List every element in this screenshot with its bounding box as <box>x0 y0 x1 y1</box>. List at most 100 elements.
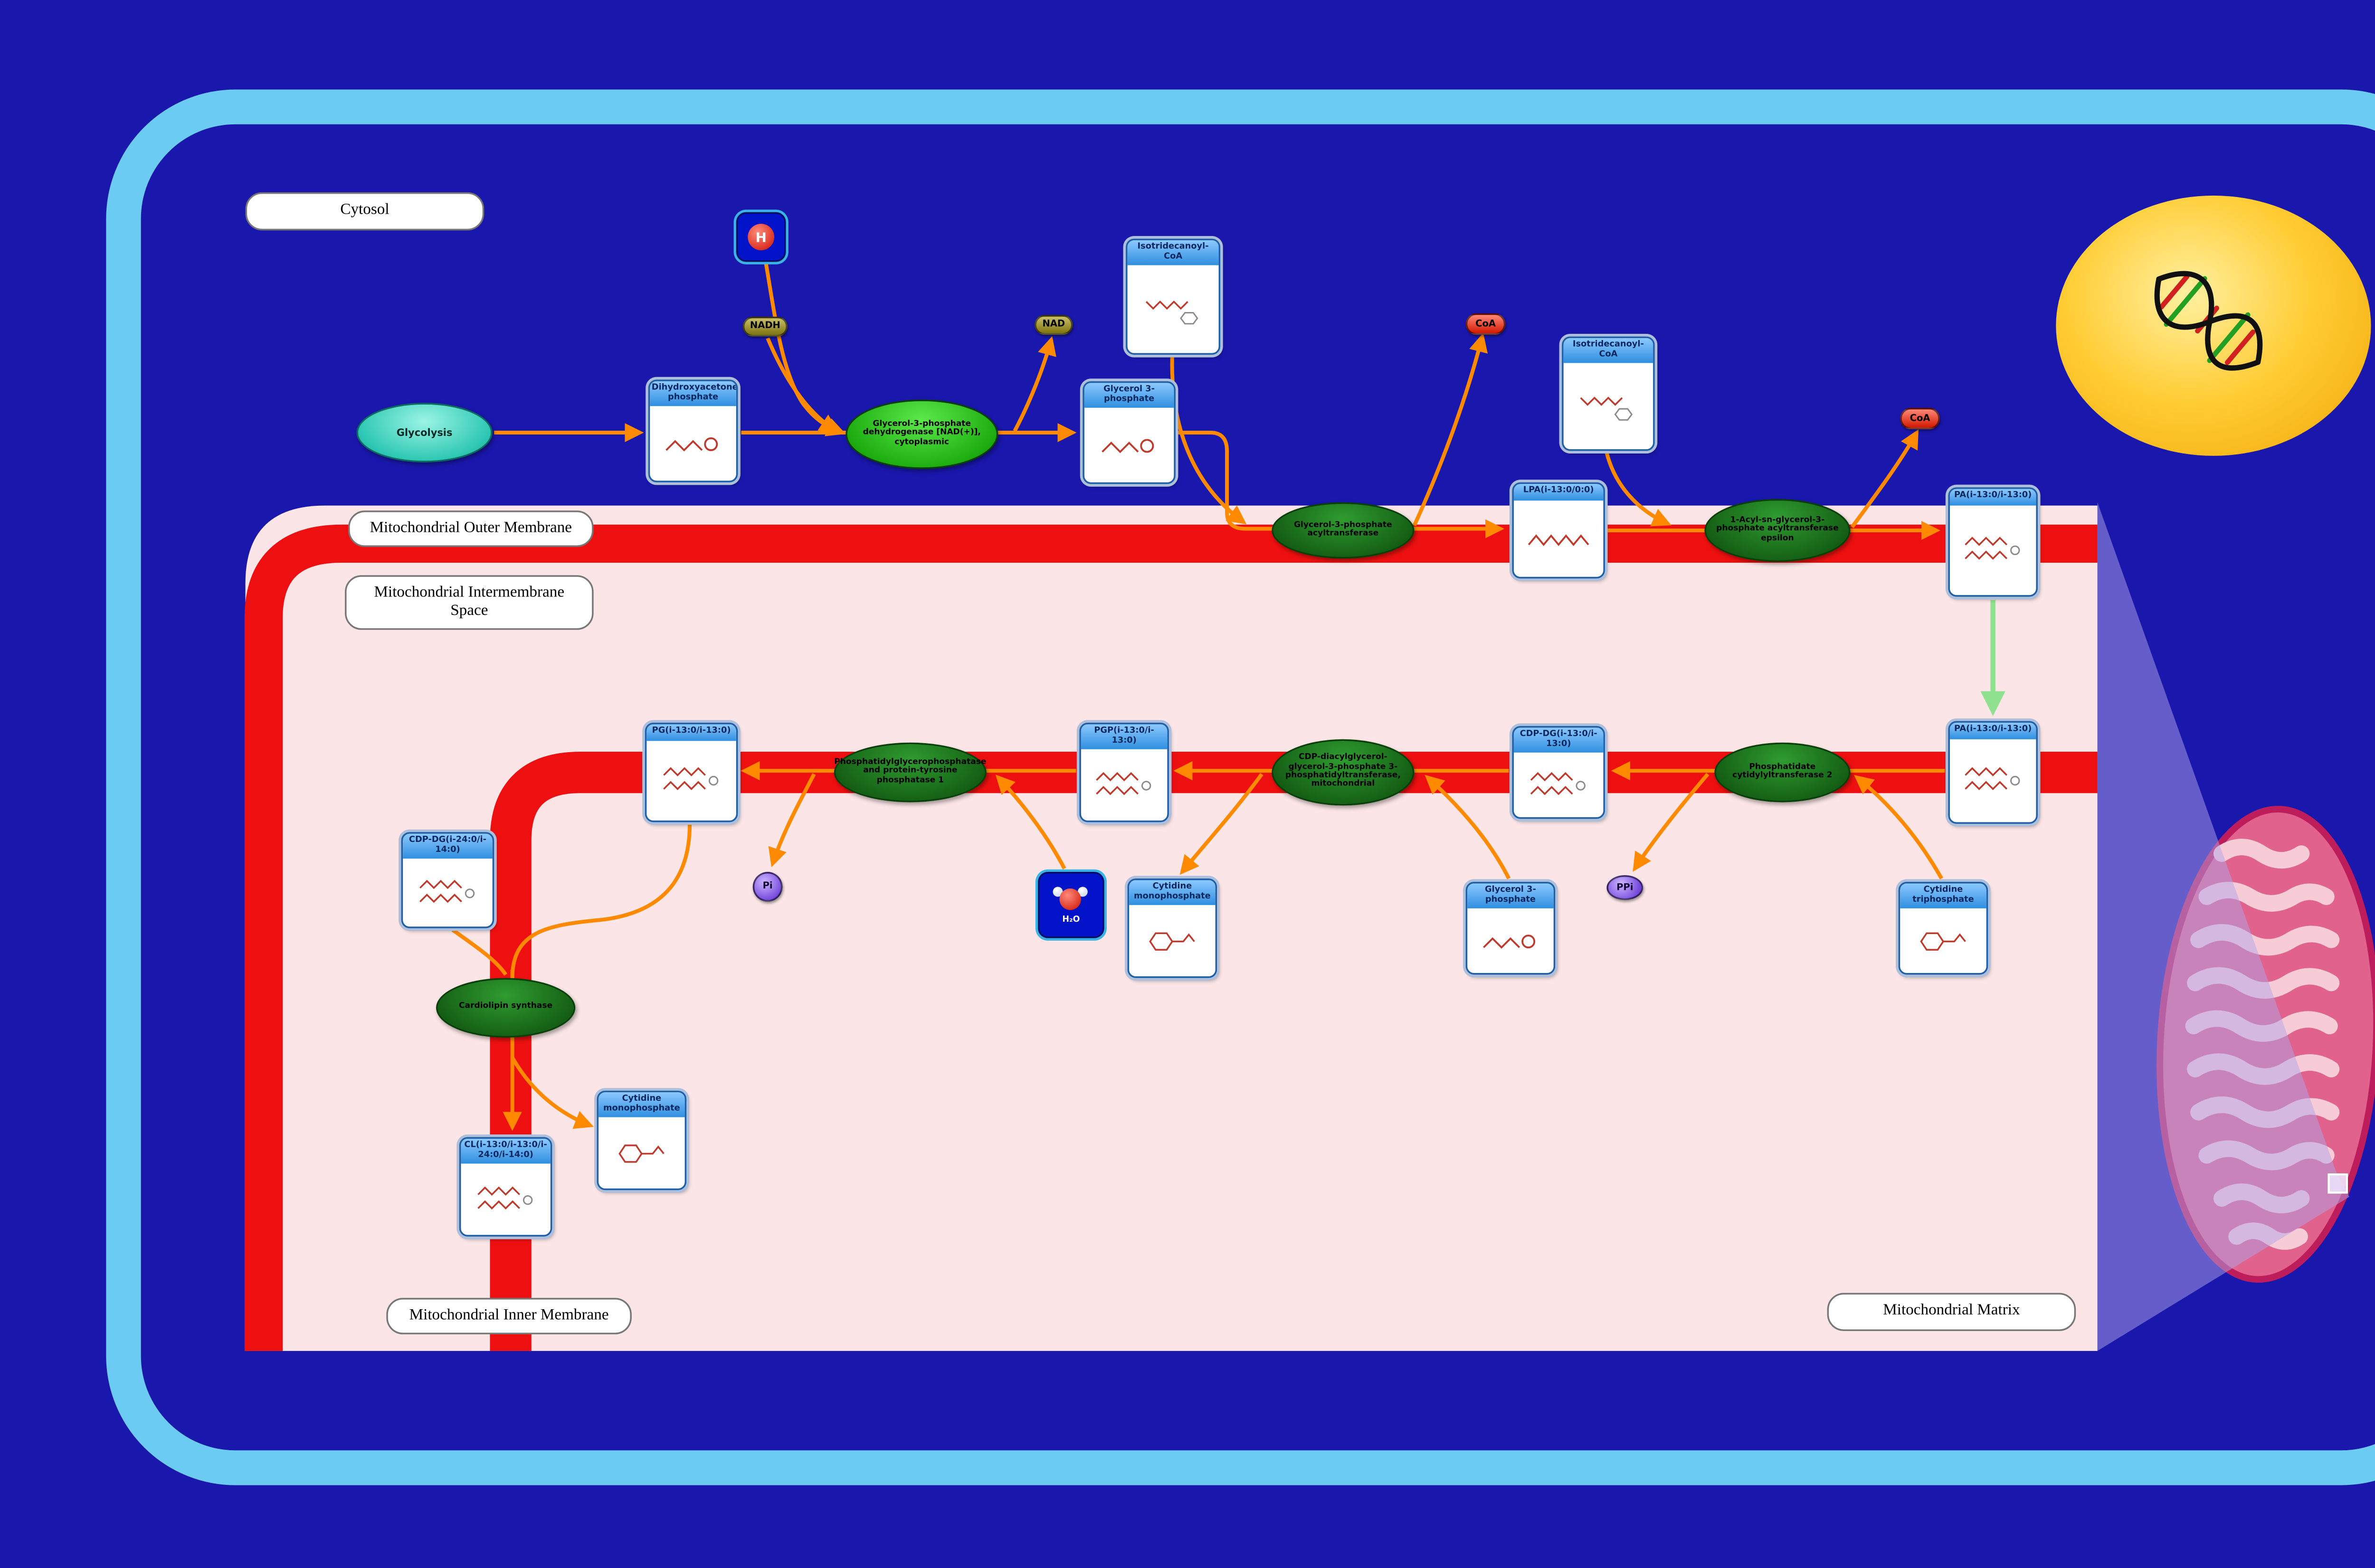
metabolite-pa-outer-label: PA(i-13:0/i-13:0) <box>1949 489 2036 505</box>
structure-sketch <box>598 1118 685 1189</box>
dna-icon <box>2154 271 2263 371</box>
metabolite-isotridecanoyl-coa-1-label: Isotridecanoyl-CoA <box>1127 240 1219 266</box>
metabolite-cmp-2[interactable]: Cytidine monophosphate <box>597 1090 687 1190</box>
enzyme-pgs1[interactable]: CDP-diacylglycerol-glycerol-3-phosphate … <box>1272 739 1415 806</box>
metabolite-cardiolipin-label: CL(i-13:0/i-13:0/i-24:0/i-14:0) <box>461 1139 551 1164</box>
structure-sketch <box>1467 909 1554 973</box>
enzyme-cardiolipin-synthase[interactable]: Cardiolipin synthase <box>436 978 576 1038</box>
proton-atom-icon: H <box>748 224 775 251</box>
metabolite-cmp-1-label: Cytidine monophosphate <box>1129 880 1216 906</box>
arrow-coa1-product <box>1412 332 1488 527</box>
label-matrix: Mitochondrial Matrix <box>1827 1293 2076 1331</box>
metabolite-isotridecanoyl-coa-2[interactable]: Isotridecanoyl-CoA <box>1562 336 1655 451</box>
metabolite-cdp-dg-2[interactable]: CDP-DG(i-24:0/i-14:0) <box>401 832 494 928</box>
molecule-pi-label: Pi <box>762 881 773 892</box>
molecule-water[interactable]: H₂O <box>1038 872 1104 938</box>
arrow-isotridecanoylcoa2-feed <box>1605 452 1672 527</box>
arrow-h2o-feed <box>995 775 1066 869</box>
metabolite-cmp-2-label: Cytidine monophosphate <box>598 1092 685 1118</box>
label-cytosol: Cytosol <box>245 192 484 231</box>
enzyme-gpat-label: Glycerol-3-phosphate acyltransferase <box>1294 520 1392 539</box>
metabolite-ctp-label: Cytidine triphosphate <box>1900 883 1986 909</box>
arrow-cmp1-product <box>1179 773 1264 875</box>
metabolite-cdp-dg-1[interactable]: CDP-DG(i-13:0/i-13:0) <box>1512 726 1605 819</box>
water-molecule-icon <box>1053 886 1090 911</box>
molecule-nad[interactable]: NAD <box>1035 315 1073 335</box>
molecule-pi[interactable]: Pi <box>752 872 783 902</box>
metabolite-lpa[interactable]: LPA(i-13:0/0:0) <box>1512 482 1605 579</box>
metabolite-cdp-dg-2-label: CDP-DG(i-24:0/i-14:0) <box>403 833 493 860</box>
metabolite-pg[interactable]: PG(i-13:0/i-13:0) <box>645 722 738 822</box>
molecule-coa-2-label: CoA <box>1910 413 1930 424</box>
structure-sketch <box>1514 500 1603 577</box>
label-outer-membrane: Mitochondrial Outer Membrane <box>348 510 594 547</box>
enzyme-ptpmt1-label: Phosphatidylglycerophosphatase and prote… <box>834 757 987 785</box>
molecule-water-label: H₂O <box>1062 914 1080 925</box>
metabolite-lpa-label: LPA(i-13:0/0:0) <box>1513 484 1604 501</box>
enzyme-cardiolipin-synthase-label: Cardiolipin synthase <box>459 1001 553 1012</box>
metabolite-ctp[interactable]: Cytidine triphosphate <box>1898 881 1988 975</box>
arrow-cmp2-product <box>511 1057 594 1129</box>
metabolite-g3p-cytosol-label: Glycerol 3-phosphate <box>1084 383 1174 409</box>
cell-membrane-border <box>106 89 2375 1485</box>
metabolite-isotridecanoyl-coa-1[interactable]: Isotridecanoyl-CoA <box>1126 238 1221 355</box>
molecule-ppi-label: PPi <box>1616 882 1634 893</box>
arrow-isotridecanoylcoa1-feed <box>1170 356 1247 525</box>
label-cytosol-text: Cytosol <box>340 202 390 219</box>
structure-sketch <box>1081 750 1168 821</box>
pathway-node-glycolysis[interactable]: Glycolysis <box>356 403 493 463</box>
molecule-proton[interactable]: H <box>736 212 786 262</box>
nucleus <box>2056 195 2371 456</box>
metabolite-cmp-1[interactable]: Cytidine monophosphate <box>1127 878 1217 978</box>
metabolite-pg-label: PG(i-13:0/i-13:0) <box>646 724 736 741</box>
inner-membrane-band <box>490 751 2098 1351</box>
metabolite-cardiolipin[interactable]: CL(i-13:0/i-13:0/i-24:0/i-14:0) <box>459 1137 552 1237</box>
metabolite-pgp-label: PGP(i-13:0/i-13:0) <box>1081 724 1168 750</box>
arrow-nad-product <box>1013 336 1056 432</box>
label-matrix-text: Mitochondrial Matrix <box>1883 1303 2020 1320</box>
molecule-nad-label: NAD <box>1042 320 1065 330</box>
enzyme-ptpmt1[interactable]: Phosphatidylglycerophosphatase and prote… <box>834 742 987 803</box>
arrow-ppi-product <box>1633 773 1710 872</box>
structure-sketch <box>461 1164 550 1235</box>
structure-sketch <box>403 860 492 927</box>
molecule-coa-1-label: CoA <box>1475 319 1496 329</box>
pathway-node-glycolysis-label: Glycolysis <box>396 426 453 439</box>
arrow-ctp-feed <box>1854 775 1943 879</box>
metabolite-isotridecanoyl-coa-2-label: Isotridecanoyl-CoA <box>1563 338 1653 364</box>
structure-sketch <box>1950 739 2036 822</box>
enzyme-agpat-epsilon[interactable]: 1-Acyl-sn-glycerol-3-phosphate acyltrans… <box>1704 499 1851 562</box>
metabolite-pa-outer[interactable]: PA(i-13:0/i-13:0) <box>1948 487 2038 597</box>
molecule-coa-2[interactable]: CoA <box>1900 407 1940 430</box>
metabolite-pa-inner-label: PA(i-13:0/i-13:0) <box>1949 722 2036 739</box>
metabolite-pgp[interactable]: PGP(i-13:0/i-13:0) <box>1079 722 1169 822</box>
enzyme-cds2[interactable]: Phosphatidate cytidylyltransferase 2 <box>1714 742 1851 803</box>
enzyme-gpat[interactable]: Glycerol-3-phosphate acyltransferase <box>1272 502 1415 559</box>
molecule-nadh[interactable]: NADH <box>742 316 788 337</box>
structure-sketch <box>650 407 736 481</box>
metabolite-glycerol-3-phosphate-cytosol[interactable]: Glycerol 3-phosphate <box>1083 381 1176 484</box>
enzyme-pgs1-label: CDP-diacylglycerol-glycerol-3-phosphate … <box>1285 752 1401 790</box>
structure-sketch <box>1129 906 1216 976</box>
arrow-coa2-product <box>1850 429 1919 529</box>
outer-membrane-band <box>244 524 2098 1351</box>
metabolite-dhap[interactable]: Dihydroxyacetone phosphate <box>648 379 738 482</box>
metabolite-glycerol-3-phosphate-matrix[interactable]: Glycerol 3-phosphate <box>1465 881 1556 975</box>
arrow-cdpdg2-feed <box>451 928 507 976</box>
label-outer-membrane-text: Mitochondrial Outer Membrane <box>370 520 572 537</box>
metabolite-pa-inner[interactable]: PA(i-13:0/i-13:0) <box>1948 721 2038 824</box>
arrow-pg-down <box>510 823 692 978</box>
enzyme-gpd1[interactable]: Glycerol-3-phosphate dehydrogenase [NAD(… <box>846 399 998 469</box>
molecule-ppi[interactable]: PPi <box>1606 875 1644 900</box>
metabolite-cdp-dg-1-label: CDP-DG(i-13:0/i-13:0) <box>1513 727 1604 754</box>
enzyme-agpat-epsilon-label: 1-Acyl-sn-glycerol-3-phosphate acyltrans… <box>1716 515 1839 543</box>
label-inner-membrane: Mitochondrial Inner Membrane <box>386 1298 632 1334</box>
molecule-coa-1[interactable]: CoA <box>1465 313 1506 335</box>
zoom-beam <box>2097 502 2350 1351</box>
structure-sketch <box>1950 505 2036 595</box>
structure-sketch <box>1514 753 1603 817</box>
label-intermembrane-space-text: Mitochondrial Intermembrane Space <box>374 585 565 619</box>
zoom-target-square <box>2328 1173 2348 1194</box>
structure-sketch <box>1900 909 1986 973</box>
